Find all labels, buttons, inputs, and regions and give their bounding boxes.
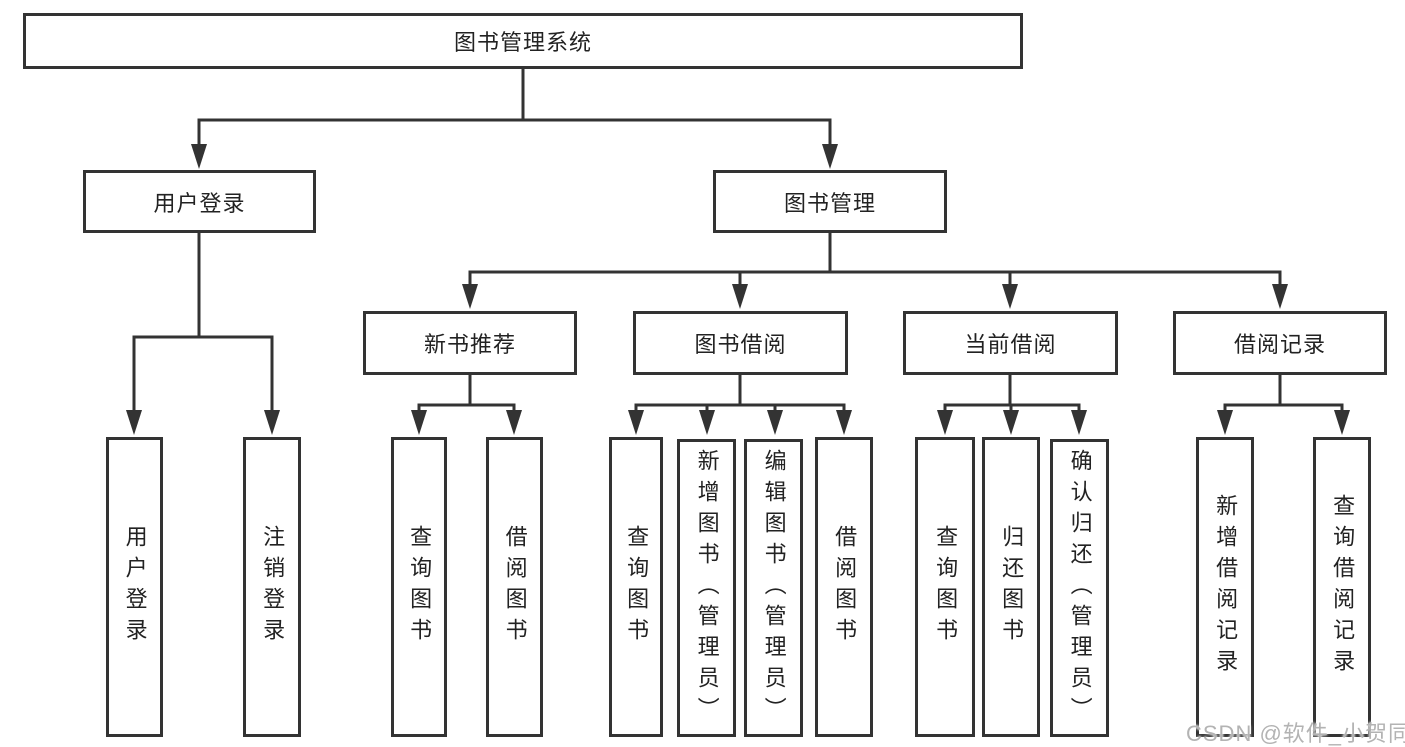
leaf-edit-books-admin: 编辑图书（管理员） xyxy=(744,439,803,737)
leaf-borrow-books: 借阅图书 xyxy=(815,437,873,737)
leaf-query-books-borrow: 查询图书 xyxy=(609,437,663,737)
node-label: 归还图书 xyxy=(999,525,1025,649)
node-label: 用户登录 xyxy=(122,525,148,649)
node-library-management-system: 图书管理系统 xyxy=(23,13,1023,69)
node-label: 新增图书（管理员） xyxy=(694,448,720,728)
node-current-borrowing: 当前借阅 xyxy=(903,311,1118,375)
leaf-add-books-admin: 新增图书（管理员） xyxy=(677,439,736,737)
node-user-login: 用户登录 xyxy=(83,170,316,233)
node-label: 查询图书 xyxy=(407,525,433,649)
node-book-borrowing: 图书借阅 xyxy=(633,311,848,375)
node-label: 新增借阅记录 xyxy=(1213,494,1239,680)
node-label: 注销登录 xyxy=(260,525,286,649)
node-label: 查询图书 xyxy=(933,525,959,649)
node-label: 当前借阅 xyxy=(964,332,1057,357)
node-label: 新书推荐 xyxy=(423,332,516,357)
node-book-management: 图书管理 xyxy=(713,170,947,233)
node-label: 查询借阅记录 xyxy=(1330,494,1356,680)
node-label: 查询图书 xyxy=(624,525,650,649)
node-label: 图书借阅 xyxy=(694,332,787,357)
node-label: 图书管理 xyxy=(783,190,876,216)
leaf-borrow-books-recommend: 借阅图书 xyxy=(486,437,543,737)
leaf-query-books-current: 查询图书 xyxy=(915,437,975,737)
leaf-query-books-recommend: 查询图书 xyxy=(391,437,447,737)
csdn-watermark: CSDN @软件_小贺同学 xyxy=(1186,721,1405,746)
node-label: 借阅记录 xyxy=(1233,332,1326,357)
leaf-add-borrow-record: 新增借阅记录 xyxy=(1196,437,1254,737)
node-borrowing-records: 借阅记录 xyxy=(1173,311,1387,375)
leaf-user-login: 用户登录 xyxy=(106,437,163,737)
node-label: 确认归还（管理员） xyxy=(1067,448,1093,728)
leaf-logout: 注销登录 xyxy=(243,437,301,737)
node-label: 借阅图书 xyxy=(502,525,528,649)
leaf-query-borrow-record: 查询借阅记录 xyxy=(1313,437,1371,737)
node-label: 借阅图书 xyxy=(832,525,858,649)
leaf-return-books: 归还图书 xyxy=(982,437,1040,737)
node-label: 编辑图书（管理员） xyxy=(761,448,787,728)
leaf-confirm-return-admin: 确认归还（管理员） xyxy=(1050,439,1109,737)
node-new-book-recommendation: 新书推荐 xyxy=(363,311,577,375)
node-label: 用户登录 xyxy=(153,190,246,216)
node-label: 图书管理系统 xyxy=(453,30,592,55)
